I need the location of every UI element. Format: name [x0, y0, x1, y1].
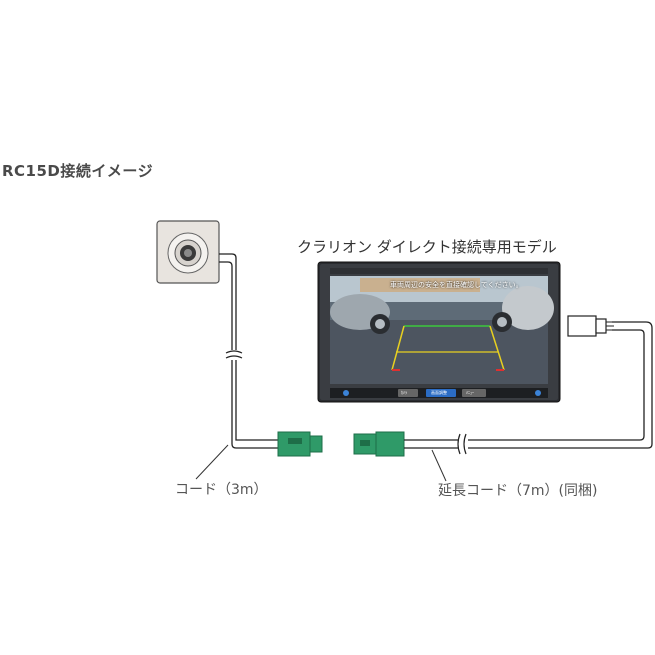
cable-break-mark [457, 433, 467, 455]
cable-break-mark [225, 350, 243, 359]
nav-button-display: 画面調整 [431, 390, 447, 395]
cord-leader-line [195, 444, 229, 480]
extension-cord-label: 延長コード（7m）(同梱) [438, 483, 598, 499]
camera-icon [156, 220, 220, 284]
nav-button-menu: ﾒﾆｭｰ [466, 390, 474, 395]
extension-connector-icon [353, 431, 405, 457]
model-label: クラリオン ダイレクト接続専用モデル [297, 238, 557, 256]
cord-label: コード（3m） [175, 482, 268, 498]
screen-message: 車両周辺の安全を直接確認してください。 [390, 281, 523, 289]
navigation-unit-icon [317, 261, 561, 403]
extension-leader-line [431, 449, 447, 482]
harness-plug-icon [567, 315, 614, 337]
camera-cable [219, 253, 278, 449]
nav-button-camera: ｶﾒﾗ [401, 390, 407, 395]
extension-cable [404, 321, 653, 449]
connector-icon [277, 431, 323, 457]
diagram-title: RC15D接続イメージ [2, 162, 154, 180]
